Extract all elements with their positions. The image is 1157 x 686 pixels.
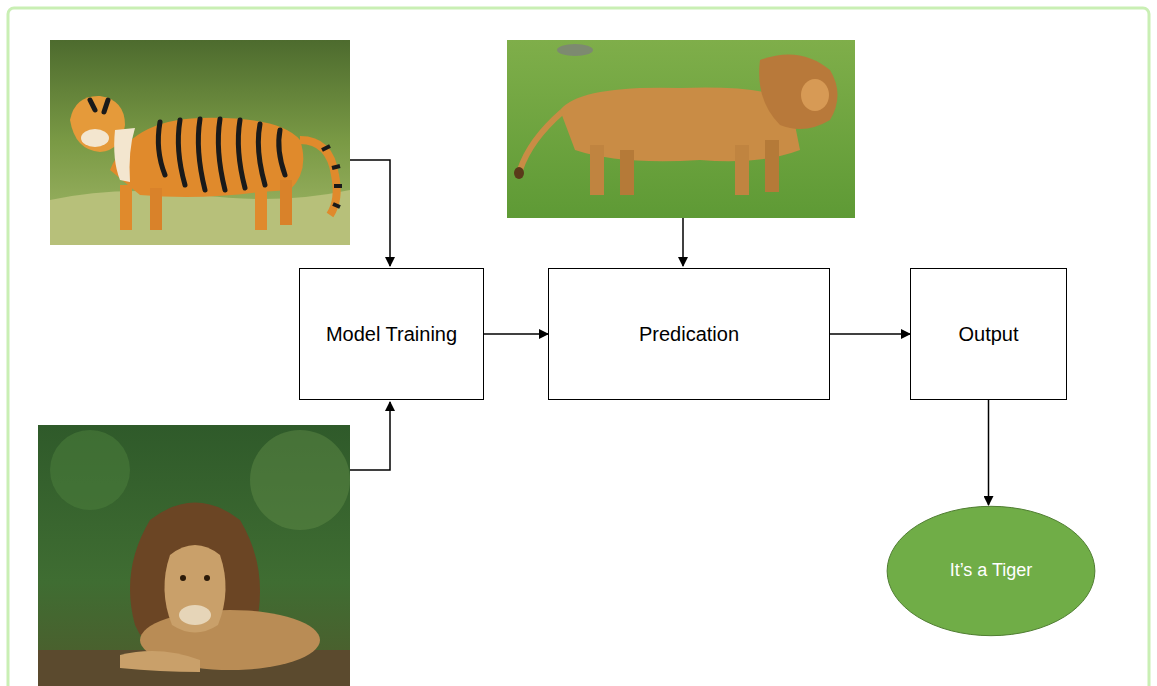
process-box: Predication	[548, 268, 830, 400]
box-label: Output	[958, 321, 1018, 347]
tiger-photo	[50, 40, 350, 245]
box-label: Model Training	[326, 321, 457, 347]
result-ellipse: It’s a Tiger	[885, 505, 1097, 637]
flow-arrow	[830, 333, 910, 335]
lion-photo	[38, 425, 350, 686]
process-box: Output	[910, 268, 1067, 400]
process-box: Model Training	[299, 268, 484, 400]
input-line	[350, 402, 390, 470]
page-frame	[8, 8, 1149, 686]
result-label: It’s a Tiger	[950, 559, 1033, 582]
flow-arrow	[988, 400, 990, 505]
lion-photo	[507, 40, 855, 218]
flow-arrow	[484, 333, 548, 335]
input-line	[682, 218, 684, 266]
input-line	[350, 160, 390, 266]
box-label: Predication	[639, 321, 739, 347]
